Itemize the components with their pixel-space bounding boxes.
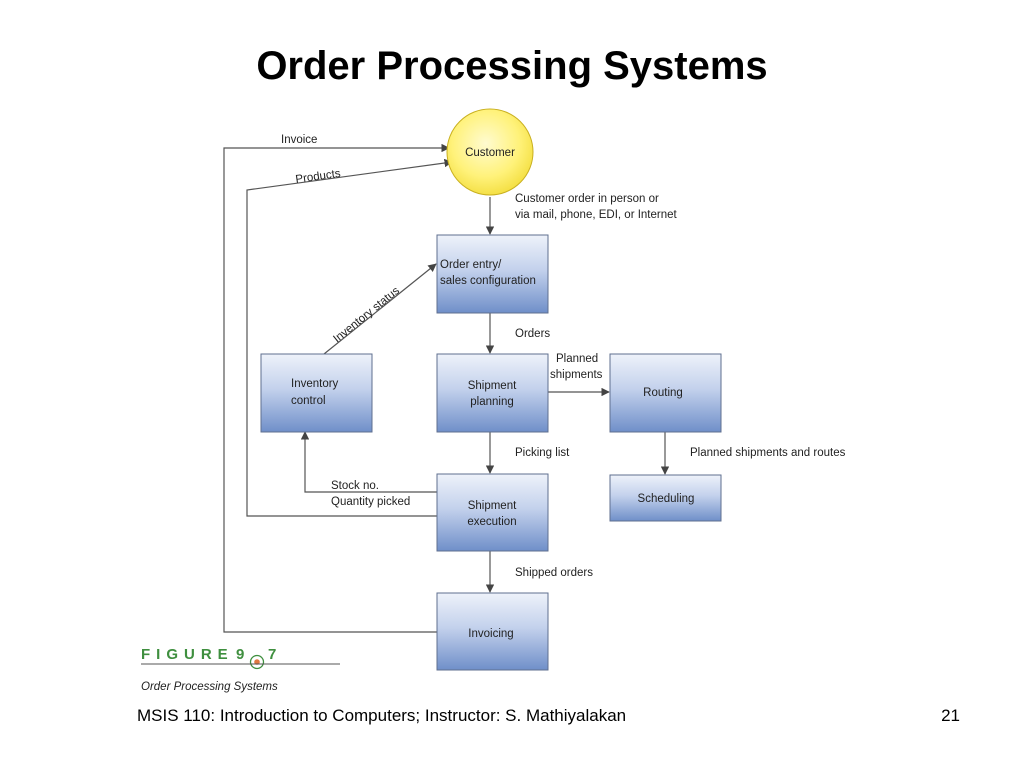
quantity-picked-label: Quantity picked	[331, 496, 410, 508]
shipment-execution-label-2: execution	[467, 516, 516, 528]
planned-shipments-label-2: shipments	[550, 369, 603, 381]
figure-word: FIGURE	[141, 646, 234, 663]
picking-list-label: Picking list	[515, 447, 570, 459]
shipment-execution-label-1: Shipment	[468, 500, 517, 512]
stock-no-label: Stock no.	[331, 480, 379, 492]
inventory-status-flow-line	[323, 263, 437, 355]
customer-label: Customer	[465, 147, 515, 159]
planned-shipments-label-1: Planned	[556, 353, 598, 365]
inventory-control-label-1: Inventory	[291, 378, 339, 390]
scheduling-node: Scheduling	[609, 474, 722, 522]
figure-badge: FIGURE 9 7 Order Processing Systems	[141, 646, 340, 693]
shipment-planning-label-2: planning	[470, 396, 513, 408]
customer-node: Customer	[446, 108, 534, 196]
order-entry-node: Order entry/ sales configuration	[436, 234, 549, 314]
routing-node: Routing	[609, 353, 722, 433]
shipment-planning-label-1: Shipment	[468, 380, 517, 392]
inventory-control-node: Inventory control	[260, 353, 373, 433]
invoicing-node: Invoicing	[436, 592, 549, 671]
products-flow-label: Products	[295, 168, 342, 186]
figure-caption: Order Processing Systems	[141, 681, 278, 693]
figure-number: 7	[268, 646, 276, 663]
figure-dot-center-icon	[254, 659, 260, 665]
shipment-execution-node: Shipment execution	[436, 473, 549, 552]
footer-page-number: 21	[941, 706, 960, 725]
customer-order-label-1: Customer order in person or	[515, 193, 659, 205]
customer-order-label-2: via mail, phone, EDI, or Internet	[515, 209, 678, 221]
invoice-flow-label: Invoice	[281, 134, 317, 146]
inventory-status-label: Inventory status	[331, 285, 402, 346]
inventory-control-label-2: control	[291, 395, 326, 407]
products-flow-line	[246, 158, 453, 517]
shipment-planning-node: Shipment planning	[436, 353, 549, 433]
order-entry-label-2: sales configuration	[440, 275, 536, 287]
stock-quantity-flow-line	[300, 431, 437, 493]
order-entry-label-1: Order entry/	[440, 259, 502, 271]
invoicing-label: Invoicing	[468, 628, 513, 640]
figure-chapter: 9	[236, 646, 244, 663]
planned-shipments-routes-label: Planned shipments and routes	[690, 447, 846, 459]
slide-title: Order Processing Systems	[256, 44, 768, 88]
orders-label: Orders	[515, 328, 550, 340]
routing-label: Routing	[643, 387, 683, 399]
invoice-flow-line	[223, 143, 450, 633]
connectors	[223, 143, 670, 633]
scheduling-label: Scheduling	[638, 493, 695, 505]
footer-course: MSIS 110: Introduction to Computers; Ins…	[137, 706, 627, 725]
shipped-orders-label: Shipped orders	[515, 567, 593, 579]
